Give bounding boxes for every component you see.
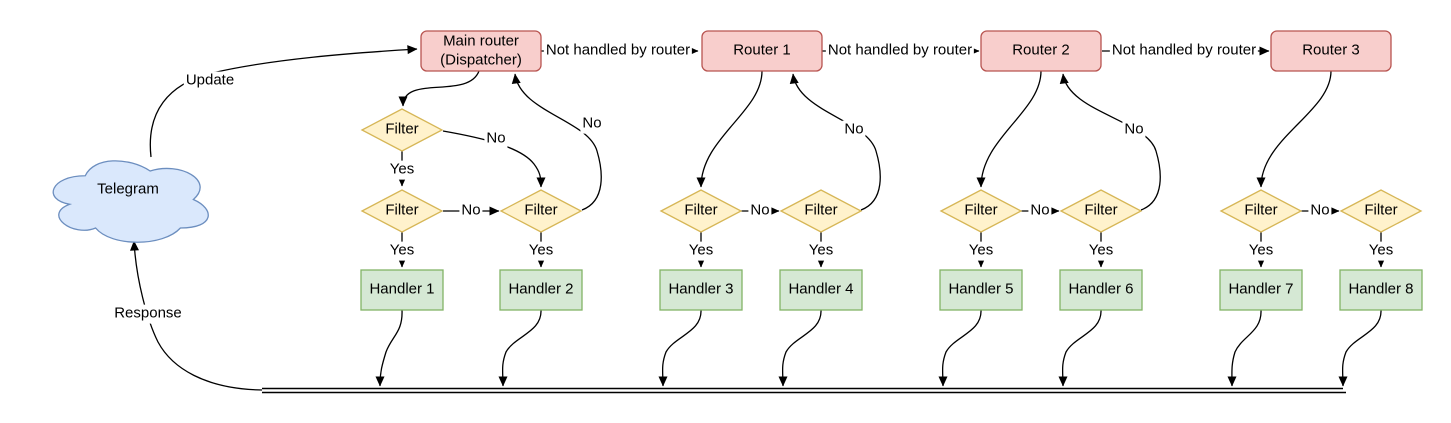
filter-diamond-r3-left bbox=[1219, 189, 1303, 233]
handler4-box bbox=[779, 269, 863, 311]
edge-handler6-to-bus bbox=[1058, 309, 1102, 387]
filter-diamond-r1-left bbox=[659, 189, 743, 233]
edges-layer bbox=[130, 45, 1386, 394]
filter-diamond-b bbox=[360, 189, 444, 233]
edge-handler1-to-bus bbox=[375, 309, 403, 387]
telegram-cloud bbox=[52, 160, 209, 243]
filter-diamond-r3-right bbox=[1339, 189, 1423, 233]
filter-diamond-r2-right bbox=[1059, 189, 1143, 233]
dispatcher-box bbox=[420, 30, 542, 72]
router1-box bbox=[701, 30, 823, 72]
edge-update bbox=[149, 45, 418, 158]
router2-box bbox=[980, 30, 1102, 72]
edge-router3-to-filter bbox=[1256, 70, 1332, 188]
edge-router2-to-filter bbox=[976, 70, 1042, 188]
filter-diamond-r1-right bbox=[779, 189, 863, 233]
edge-router1-to-filter bbox=[696, 70, 763, 188]
edge-router2-no-return bbox=[1059, 73, 1161, 211]
edge-handler7-to-bus bbox=[1227, 309, 1262, 387]
filter-diamond-r2-left bbox=[939, 189, 1023, 233]
edge-filter-c-no-return bbox=[511, 73, 602, 211]
handler2-box bbox=[499, 269, 583, 311]
handler5-box bbox=[939, 269, 1023, 311]
handler1-box bbox=[360, 269, 444, 311]
shapes-layer bbox=[52, 30, 1423, 311]
router3-box bbox=[1270, 30, 1392, 72]
edge-handler3-to-bus bbox=[658, 309, 702, 387]
filter-diamond-a bbox=[360, 108, 444, 152]
edge-response bbox=[130, 240, 263, 391]
edge-handler4-to-bus bbox=[778, 309, 822, 387]
handler8-box bbox=[1339, 269, 1423, 311]
filter-diamond-c bbox=[499, 189, 583, 233]
edge-handler5-to-bus bbox=[938, 309, 982, 387]
handler3-box bbox=[659, 269, 743, 311]
edge-dispatcher-to-filter bbox=[398, 70, 480, 107]
edge-handler2-to-bus bbox=[498, 309, 542, 387]
edge-handler8-to-bus bbox=[1338, 309, 1382, 387]
handler6-box bbox=[1059, 269, 1143, 311]
edge-router1-no-return bbox=[789, 73, 881, 211]
handler7-box bbox=[1219, 269, 1303, 311]
edge-filter-a-no bbox=[442, 130, 546, 188]
